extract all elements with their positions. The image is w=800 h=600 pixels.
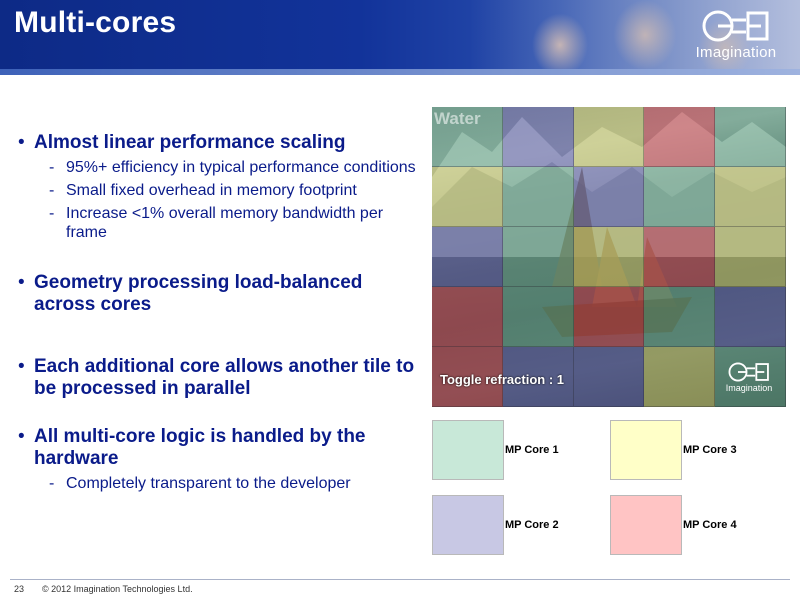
legend-swatch-core-2 (432, 495, 504, 555)
tile-core-2 (502, 107, 574, 167)
sub-bullet-4-1: Completely transparent to the developer (18, 474, 418, 493)
legend-label-core-4: MP Core 4 (683, 519, 737, 531)
toggle-refraction-text: Toggle refraction : 1 (440, 372, 564, 387)
logo-text: Imagination (695, 44, 777, 61)
legend-label-core-1: MP Core 1 (505, 444, 559, 456)
scene-logo: Imagination (718, 361, 780, 401)
footer-divider (10, 579, 790, 580)
tile-core-3 (715, 227, 786, 287)
legend-swatch-core-4 (610, 495, 682, 555)
scene-logo-text: Imagination (725, 383, 773, 393)
tile-core-1 (502, 167, 574, 227)
tile-core-2 (573, 347, 645, 407)
legend-swatch-core-1 (432, 420, 504, 480)
tile-core-1 (644, 167, 716, 227)
legend-label-core-3: MP Core 3 (683, 444, 737, 456)
page-number: 23 (14, 584, 25, 594)
header-photo (470, 0, 800, 75)
tile-core-1 (644, 287, 716, 347)
bullet-2: Geometry processing load-balanced across… (18, 272, 418, 316)
tile-core-2 (573, 167, 645, 227)
tile-core-3 (715, 167, 786, 227)
header-banner: Multi-cores Imagination (0, 0, 800, 75)
tile-core-4 (432, 347, 503, 407)
legend-swatch-core-3 (610, 420, 682, 480)
bullet-4: All multi-core logic is handled by the h… (18, 426, 418, 470)
tile-core-4 (573, 287, 645, 347)
tile-core-2 (432, 227, 503, 287)
sub-bullet-1-3: Increase <1% overall memory bandwidth pe… (18, 204, 418, 242)
scene-logo-icon (728, 362, 769, 382)
tile-core-2 (502, 347, 574, 407)
tile-core-1 (432, 107, 503, 167)
tile-core-4 (644, 107, 716, 167)
header-underline (0, 69, 800, 75)
tile-core-4 (432, 287, 503, 347)
tile-core-1 (715, 347, 786, 407)
slide-title: Multi-cores (14, 6, 177, 39)
render-screenshot: Water Toggle refraction : 1 Imagination (432, 107, 786, 407)
bullet-list: Almost linear performance scaling 95%+ e… (18, 132, 418, 493)
tile-core-3 (432, 167, 503, 227)
tile-core-1 (502, 227, 574, 287)
legend-label-core-2: MP Core 2 (505, 519, 559, 531)
tile-core-1 (502, 287, 574, 347)
sub-bullet-1-2: Small fixed overhead in memory footprint (18, 181, 418, 200)
tile-core-4 (644, 227, 716, 287)
tile-core-3 (573, 227, 645, 287)
tile-core-1 (715, 107, 786, 167)
bullet-1: Almost linear performance scaling (18, 132, 418, 154)
tile-grid (432, 107, 786, 407)
imagination-logo-icon (702, 10, 769, 42)
sub-bullet-1-1: 95%+ efficiency in typical performance c… (18, 158, 418, 177)
tile-core-2 (715, 287, 786, 347)
imagination-logo: Imagination (686, 6, 786, 66)
tile-core-3 (644, 347, 716, 407)
tile-core-3 (573, 107, 645, 167)
scene-label: Water (434, 109, 481, 128)
copyright-text: © 2012 Imagination Technologies Ltd. (42, 584, 193, 594)
bullet-3: Each additional core allows another tile… (18, 356, 418, 400)
